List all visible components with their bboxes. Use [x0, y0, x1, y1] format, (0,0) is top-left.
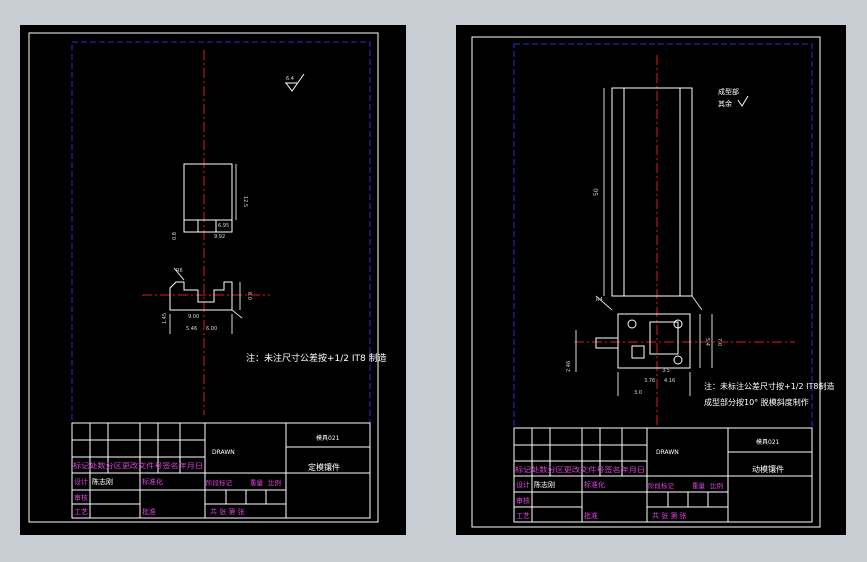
forming-label: 成型部 — [718, 87, 739, 96]
left-design-label: 设计 — [74, 477, 88, 486]
right-stage-label: 阶段标记 — [648, 481, 675, 490]
dim-d3: 9.92 — [214, 234, 225, 240]
dim-d5: 9.00 — [188, 314, 199, 320]
left-standardization-label: 标准化 — [142, 477, 163, 486]
left-scale-label: 比例 — [268, 478, 281, 487]
right-standardization-label: 标准化 — [584, 480, 605, 489]
dim-d8: 1.45 — [162, 313, 168, 324]
section-dim-d8: 3.0 — [634, 390, 642, 396]
left-stage-label: 阶段标记 — [206, 478, 233, 487]
left-designer-name: 陈志刚 — [92, 477, 113, 486]
right-note-line-2: 成型部分按10° 脱模斜度制作 — [704, 397, 809, 407]
section-dim-d7: 4.16 — [664, 378, 675, 384]
left-sheet-outer-frame — [28, 32, 379, 523]
rest-roughness-symbol — [737, 95, 749, 107]
section-dim-d5: 3.5 — [662, 368, 670, 374]
left-sheets-label: 共 张 第 张 — [210, 507, 245, 516]
pin-cross-section[interactable]: 5.4 7.0 2.46 3.5 3.76 4.16 3.0 — [566, 313, 722, 396]
left-note: 注：未注尺寸公差按+1/2 IT8 制造 — [246, 352, 387, 364]
right-design-label: 设计 — [516, 480, 530, 489]
left-weight-label: 重量 — [250, 479, 264, 487]
right-drawn-label: DRAWN — [656, 449, 679, 456]
lower-part-view[interactable]: R6 6.0 9.00 5.46 6.00 1.45 — [162, 267, 252, 334]
left-title-block[interactable]: DRAWN 模具021 定模镶件 标记处数分区更改文件号签名年月日 设计 陈志刚… — [71, 422, 371, 519]
roughness-symbol: 6.4 — [285, 73, 305, 92]
upper-part-view[interactable]: 12.5 6.95 0.8 9.92 — [172, 163, 248, 240]
left-review-label: 审核 — [74, 493, 88, 502]
left-part-name: 定模镶件 — [308, 462, 340, 472]
pin-outline — [611, 87, 693, 297]
dim-d1: 6.95 — [218, 223, 229, 229]
right-part-name: 动模镶件 — [752, 464, 784, 474]
roughness-value: 6.4 — [286, 76, 294, 82]
sheet-gap — [406, 25, 456, 535]
left-revision-row-label: 标记处数分区更改文件号签名年月日 — [73, 461, 203, 470]
left-process-label: 工艺 — [74, 508, 88, 516]
rest-label: 其余 — [718, 99, 732, 108]
left-drawing-number: 模具021 — [316, 434, 340, 442]
section-dim-d4: 2.46 — [566, 361, 572, 372]
right-sheets-label: 共 张 第 张 — [652, 511, 687, 520]
right-weight-label: 重量 — [692, 482, 706, 490]
section-dim-d2: 5.4 — [704, 338, 710, 346]
left-sheet-background — [20, 25, 406, 535]
pin-side-view[interactable]: 50 R4 — [593, 87, 703, 311]
right-approval-label: 批准 — [584, 511, 598, 520]
right-revision-row-label: 标记处数分区更改文件号签名年月日 — [515, 465, 645, 474]
right-drawing-sheet[interactable]: 50 R4 成型部 其余 5.4 7.0 2.46 3.5 3.76 4.16 — [456, 25, 846, 535]
left-drawn-label: DRAWN — [212, 449, 235, 456]
right-title-block[interactable]: DRAWN 模具021 动模镶件 标记处数分区更改文件号签名年月日 设计 陈志刚… — [513, 427, 813, 523]
right-designer-name: 陈志刚 — [534, 480, 555, 489]
left-drawing-sheet[interactable]: 6.4 12.5 6.95 0.8 9.92 R6 6.0 9.00 5.46 … — [20, 25, 406, 535]
dim-d9: R6 — [176, 268, 183, 274]
right-scale-label: 比例 — [710, 481, 723, 490]
section-dim-d3: 7.0 — [716, 338, 722, 346]
dim-d6: 5.46 — [186, 326, 197, 332]
right-sheet-background — [456, 25, 846, 535]
lower-part-outline — [169, 281, 233, 311]
section-dim-d6: 3.76 — [644, 378, 655, 384]
right-process-label: 工艺 — [516, 512, 530, 520]
left-approval-label: 批准 — [142, 507, 156, 516]
dim-d7: 6.00 — [206, 326, 217, 332]
pin-radius-dim: R4 — [596, 297, 603, 303]
right-drawing-number: 模具021 — [756, 438, 780, 446]
right-sheet-outer-frame — [471, 36, 821, 528]
right-review-label: 审核 — [516, 496, 530, 505]
dim-d2: 0.8 — [172, 232, 178, 240]
pin-length-dim: 50 — [593, 188, 600, 196]
dim-d4: 6.0 — [246, 292, 252, 300]
right-sheet-inner-frame — [513, 43, 813, 523]
dim-height: 12.5 — [242, 196, 248, 207]
right-note-line-1: 注：未标注公差尺寸按+1/2 IT8制造 — [704, 381, 834, 391]
